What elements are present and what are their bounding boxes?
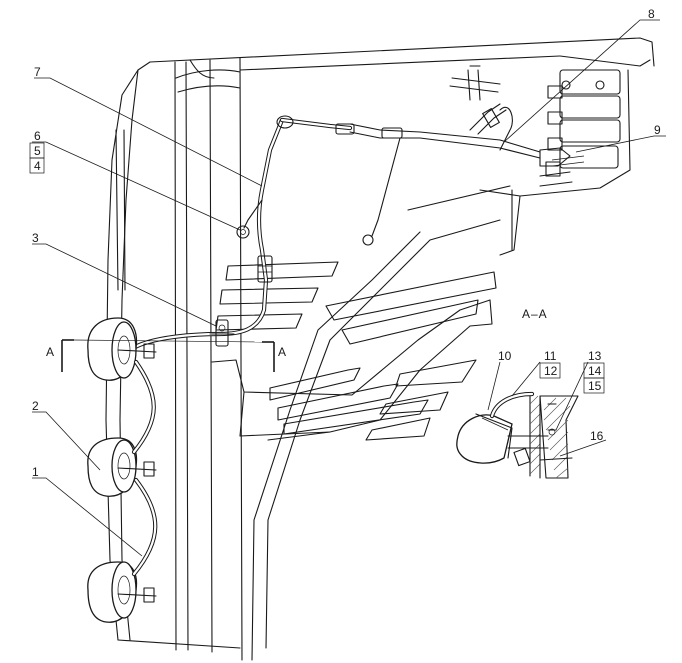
callouts: 1 2 3 6 5 4 7 8 9 10 11 12 13 14 15 16 bbox=[29, 7, 661, 479]
callout-6: 6 bbox=[34, 129, 41, 143]
callout-13: 13 bbox=[588, 349, 602, 363]
callout-3: 3 bbox=[32, 231, 39, 245]
callout-14: 14 bbox=[588, 364, 602, 378]
relay-box bbox=[539, 69, 621, 187]
section-marker bbox=[61, 339, 275, 372]
callout-4: 4 bbox=[34, 159, 41, 173]
section-marker-right-label: A bbox=[278, 345, 286, 359]
callout-7: 7 bbox=[34, 65, 41, 79]
callout-15: 15 bbox=[588, 379, 602, 393]
section-marker-left-label: A bbox=[46, 345, 54, 359]
cab-side-panel bbox=[105, 37, 655, 661]
marker-lamps bbox=[87, 317, 158, 623]
lamp-middle bbox=[87, 437, 157, 497]
section-view-title: A–A bbox=[522, 307, 548, 321]
callout-9: 9 bbox=[654, 123, 661, 137]
section-view bbox=[456, 391, 579, 479]
fender bbox=[211, 185, 511, 661]
callout-2: 2 bbox=[32, 399, 39, 413]
callout-11: 11 bbox=[544, 349, 557, 363]
rear-panel bbox=[449, 55, 651, 256]
lamp-bottom bbox=[87, 561, 157, 623]
callout-10: 10 bbox=[498, 349, 512, 363]
fender-stripes bbox=[215, 261, 497, 441]
leader-lines bbox=[32, 19, 666, 557]
callout-16: 16 bbox=[590, 429, 604, 443]
callout-1: 1 bbox=[32, 465, 39, 479]
callout-12: 12 bbox=[544, 364, 558, 378]
callout-5: 5 bbox=[34, 144, 41, 158]
callout-8: 8 bbox=[648, 7, 655, 21]
wiring-harness bbox=[127, 103, 541, 353]
lamp-top bbox=[87, 317, 157, 381]
